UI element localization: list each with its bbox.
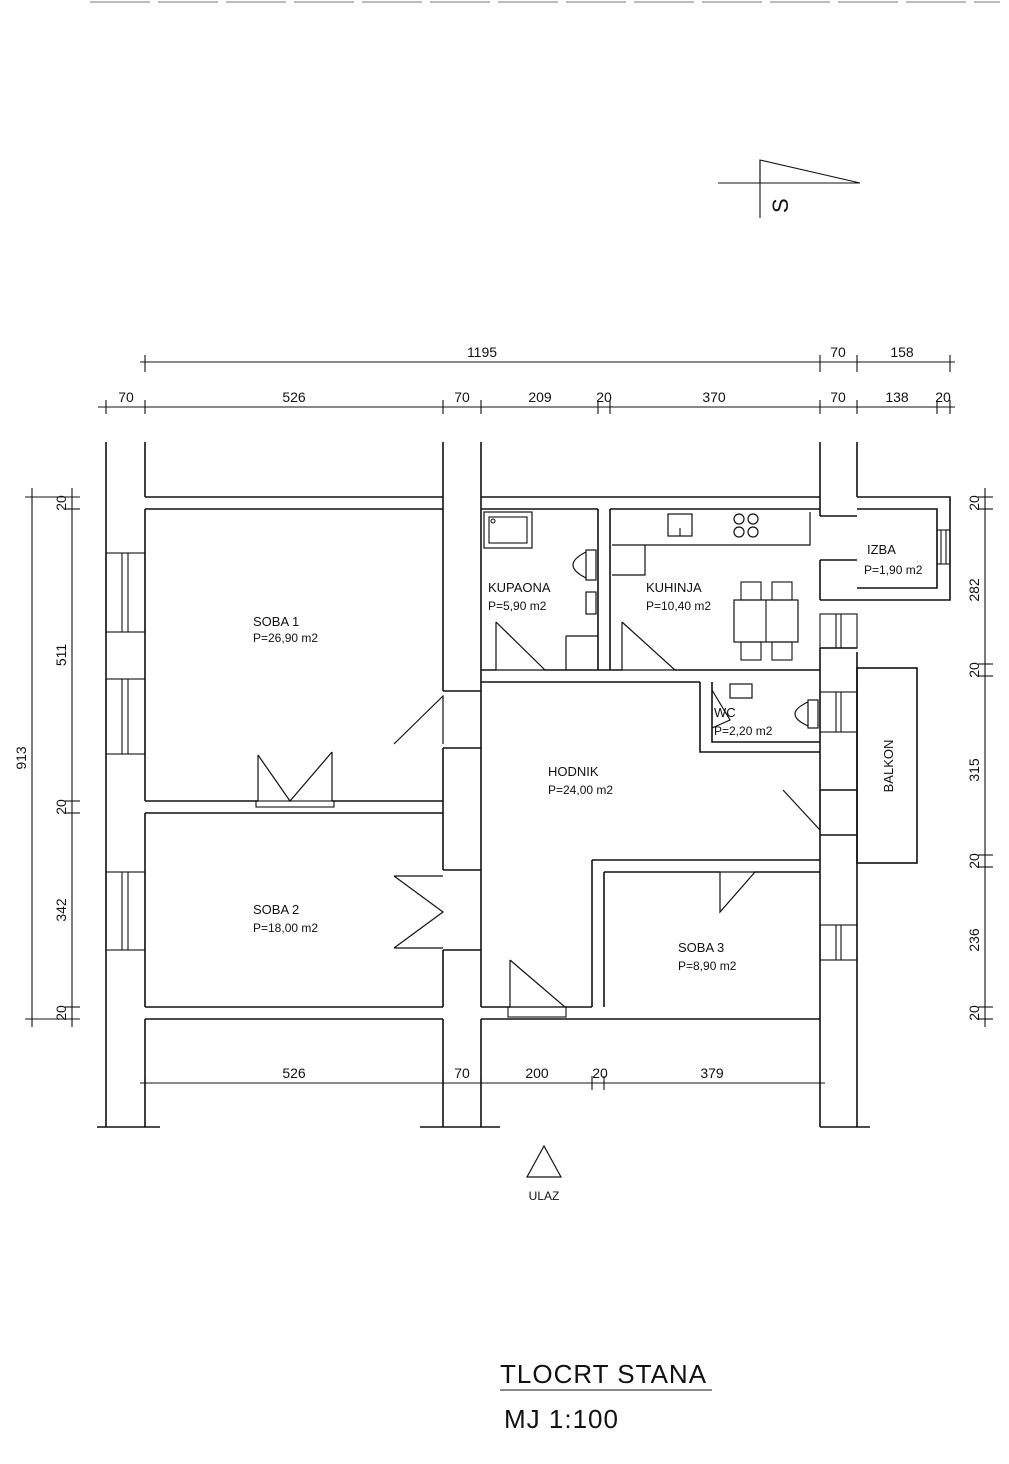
- room-kupaona: KUPAONA P=5,90 m2: [488, 580, 551, 613]
- dim-526-top: 526: [282, 389, 306, 405]
- room-soba1: SOBA 1 P=26,90 m2: [253, 614, 318, 645]
- dim-70-bottom: 70: [454, 1065, 470, 1081]
- dim-20-bottom: 20: [592, 1065, 608, 1081]
- room-izba: IZBA P=1,90 m2: [864, 542, 923, 577]
- plan-title: TLOCRT STANA: [500, 1359, 707, 1389]
- room-name: SOBA 3: [678, 940, 724, 955]
- dim-370: 370: [702, 389, 726, 405]
- right-dimension: 20 282 20 315 20 236 20: [966, 488, 993, 1027]
- doors: [255, 621, 821, 1018]
- dim-left-20-b: 20: [53, 799, 69, 815]
- dim-526-bottom: 526: [282, 1065, 306, 1081]
- room-name: SOBA 2: [253, 902, 299, 917]
- balcony-outline: [856, 667, 918, 864]
- room-name: SOBA 1: [253, 614, 299, 629]
- dim-282: 282: [966, 578, 982, 602]
- dim-379: 379: [700, 1065, 724, 1081]
- room-name: HODNIK: [548, 764, 599, 779]
- north-arrow-icon: S: [718, 159, 861, 218]
- dim-138: 138: [885, 389, 909, 405]
- dim-right-20-d: 20: [966, 1005, 982, 1021]
- walls: [97, 442, 951, 1128]
- north-label: S: [768, 198, 793, 213]
- dim-209: 209: [528, 389, 552, 405]
- dim-70-c: 70: [830, 389, 846, 405]
- top-total-dimension: 1195 70 158: [140, 344, 955, 372]
- wc-toilet-icon: [794, 699, 819, 729]
- room-soba3: SOBA 3 P=8,90 m2: [678, 940, 737, 973]
- dim-70-a: 70: [118, 389, 134, 405]
- fixtures: [483, 511, 918, 864]
- wc-sink-icon: [729, 683, 753, 699]
- shower-icon: [483, 511, 533, 549]
- room-area: P=18,00 m2: [253, 921, 318, 935]
- dim-200: 200: [525, 1065, 549, 1081]
- room-kuhinja: KUHINJA P=10,40 m2: [646, 580, 711, 613]
- room-name: WC: [714, 705, 736, 720]
- dim-236: 236: [966, 928, 982, 952]
- dining-table-icon: [733, 581, 799, 661]
- toilet-icon: [572, 549, 597, 581]
- left-dimension: 913 20 511 20 342 20: [13, 488, 80, 1027]
- room-balkon: BALKON: [881, 740, 896, 793]
- room-name: BALKON: [881, 740, 896, 793]
- top-detail-dimension: 70 526 70 209 20 370 70 138 20: [98, 389, 955, 414]
- dim-top-70-b: 70: [830, 344, 846, 360]
- kitchen-counter: [612, 512, 811, 576]
- windows: [105, 529, 951, 961]
- dim-20-a: 20: [596, 389, 612, 405]
- stove-icon: [733, 513, 759, 538]
- room-name: IZBA: [867, 542, 896, 557]
- dim-right-20-c: 20: [966, 853, 982, 869]
- dim-right-20-a: 20: [966, 495, 982, 511]
- room-wc: WC P=2,20 m2: [714, 705, 773, 738]
- dim-20-b: 20: [935, 389, 951, 405]
- dim-511: 511: [53, 644, 69, 667]
- dim-top-158: 158: [890, 344, 914, 360]
- room-hodnik: HODNIK P=24,00 m2: [548, 764, 613, 797]
- entrance-marker: ULAZ: [525, 1144, 563, 1203]
- dim-top-1195: 1195: [467, 344, 497, 360]
- room-name: KUPAONA: [488, 580, 551, 595]
- room-area: P=8,90 m2: [678, 959, 737, 973]
- dim-913: 913: [13, 746, 29, 770]
- room-soba2: SOBA 2 P=18,00 m2: [253, 902, 318, 935]
- title-block: TLOCRT STANA MJ 1:100: [500, 1359, 712, 1434]
- entrance-arrow-icon: [525, 1144, 563, 1178]
- dim-342: 342: [53, 898, 69, 922]
- room-area: P=26,90 m2: [253, 631, 318, 645]
- dim-315: 315: [966, 758, 982, 782]
- dim-70-b: 70: [454, 389, 470, 405]
- room-area: P=10,40 m2: [646, 599, 711, 613]
- room-area: P=24,00 m2: [548, 783, 613, 797]
- room-area: P=1,90 m2: [864, 563, 923, 577]
- bottom-dimension: 526 70 200 20 379: [140, 1065, 825, 1090]
- dim-left-20-a: 20: [53, 495, 69, 511]
- entrance-label: ULAZ: [529, 1189, 560, 1203]
- room-area: P=2,20 m2: [714, 724, 773, 738]
- plan-scale: MJ 1:100: [504, 1404, 619, 1434]
- room-area: P=5,90 m2: [488, 599, 547, 613]
- room-name: KUHINJA: [646, 580, 702, 595]
- dim-left-20-c: 20: [53, 1005, 69, 1021]
- dim-right-20-b: 20: [966, 662, 982, 678]
- sink-icon: [585, 591, 597, 615]
